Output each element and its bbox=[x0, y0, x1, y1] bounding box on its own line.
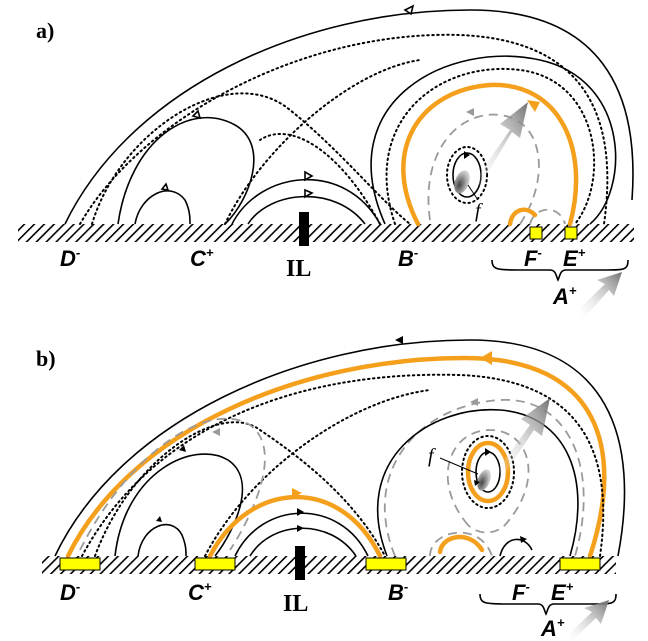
inversion-line-bar bbox=[299, 212, 309, 246]
dashed-field-line bbox=[79, 417, 266, 551]
separatrix-outer bbox=[79, 33, 609, 225]
separatrix-left bbox=[94, 421, 386, 557]
arrow-marker bbox=[403, 4, 415, 16]
separatrix-inner bbox=[259, 132, 381, 225]
panel-b: b) bbox=[36, 336, 626, 641]
footpoint-d-label: D- bbox=[60, 245, 80, 271]
arrow-marker bbox=[191, 109, 202, 120]
flux-rope-core bbox=[477, 469, 491, 491]
flare-ribbon-b bbox=[365, 557, 407, 571]
flare-ribbon-f bbox=[529, 226, 543, 240]
reconnected-field-line bbox=[401, 82, 579, 227]
arrow-marker bbox=[464, 151, 470, 159]
arrow-marker bbox=[212, 428, 220, 436]
eruption-arrow bbox=[475, 102, 528, 186]
footpoint-a-label: A+ bbox=[540, 615, 565, 641]
inversion-line-label: IL bbox=[283, 591, 308, 617]
field-line-right bbox=[370, 55, 617, 225]
arrow-marker bbox=[297, 508, 304, 516]
panel-a: a) f bbox=[18, 4, 634, 318]
field-line-right bbox=[376, 408, 579, 557]
separatrix-left bbox=[91, 92, 411, 225]
inversion-line-label: IL bbox=[286, 256, 311, 282]
footpoint-b-label: B- bbox=[398, 245, 418, 271]
flux-rope-pointer bbox=[467, 184, 479, 201]
field-line-central-1 bbox=[231, 178, 381, 225]
flux-rope-separatrix bbox=[461, 435, 515, 509]
reconnected-field-line bbox=[207, 494, 383, 559]
field-line-left-small bbox=[137, 524, 187, 557]
arrow-marker bbox=[156, 516, 162, 522]
arrow-marker bbox=[395, 336, 403, 344]
arrow-marker bbox=[480, 351, 492, 365]
arrow-marker bbox=[474, 480, 480, 486]
arrow-marker bbox=[520, 536, 527, 543]
field-line-small bbox=[499, 538, 533, 557]
flare-ribbon-e bbox=[559, 557, 601, 571]
field-line-outer bbox=[54, 339, 626, 557]
arrow-marker bbox=[304, 188, 314, 199]
arrow-marker bbox=[304, 170, 314, 182]
footpoint-f-label: F- bbox=[512, 579, 530, 605]
footpoint-c-label: C+ bbox=[190, 245, 214, 271]
arrow-marker bbox=[470, 398, 478, 406]
field-line-central-2 bbox=[247, 195, 366, 225]
reconnected-field-line bbox=[507, 207, 538, 227]
flux-rope-core bbox=[454, 170, 470, 194]
arrow-marker bbox=[292, 488, 302, 498]
flux-rope-separatrix bbox=[446, 146, 488, 204]
arrow-marker bbox=[297, 525, 304, 532]
field-line-left-small bbox=[134, 190, 191, 225]
separatrix-cross bbox=[204, 389, 431, 557]
panel-label: b) bbox=[36, 346, 56, 371]
dashed-field-line bbox=[429, 531, 493, 557]
separatrix-outer bbox=[81, 373, 605, 557]
brace-a bbox=[491, 259, 629, 282]
dashed-field-line bbox=[529, 209, 566, 225]
footpoint-c-label: C+ bbox=[188, 579, 212, 605]
flux-rope-label: f bbox=[475, 200, 483, 222]
separatrix-cross bbox=[224, 59, 421, 225]
photosphere-surface bbox=[42, 556, 616, 574]
flux-rope-label: f bbox=[428, 445, 436, 467]
panel-label: a) bbox=[36, 18, 54, 43]
arrow-marker bbox=[179, 445, 186, 452]
separatrix-right bbox=[385, 67, 596, 225]
arrow-marker bbox=[466, 108, 474, 116]
eruption-arrow bbox=[497, 398, 550, 476]
field-line-left-large bbox=[117, 116, 255, 225]
footpoint-d-label: D- bbox=[60, 579, 80, 605]
flare-ribbon-d bbox=[59, 557, 101, 571]
flux-rope-pointer bbox=[439, 457, 479, 475]
inversion-line-bar bbox=[295, 546, 305, 580]
flare-ribbon-c bbox=[194, 557, 236, 571]
photosphere-surface bbox=[18, 224, 634, 242]
dashed-field-line bbox=[384, 399, 585, 557]
reconnected-field-line bbox=[437, 534, 485, 555]
motion-arrow bbox=[566, 600, 609, 641]
footpoint-b-label: B- bbox=[388, 579, 408, 605]
footpoint-e-label: E+ bbox=[551, 579, 574, 605]
footpoint-f-label: F- bbox=[524, 245, 542, 271]
reconnected-field-line bbox=[65, 355, 607, 559]
footpoint-e-label: E+ bbox=[563, 245, 586, 271]
arrow-marker bbox=[485, 448, 491, 456]
flare-ribbon-e bbox=[564, 226, 578, 240]
arrow-marker bbox=[527, 100, 540, 112]
footpoint-a-label: A+ bbox=[552, 283, 577, 309]
arrow-marker bbox=[160, 182, 170, 192]
motion-arrow bbox=[578, 272, 622, 318]
field-line-outer bbox=[64, 9, 634, 225]
flux-rope-reconnected bbox=[465, 440, 511, 504]
dashed-field-line bbox=[427, 113, 540, 225]
